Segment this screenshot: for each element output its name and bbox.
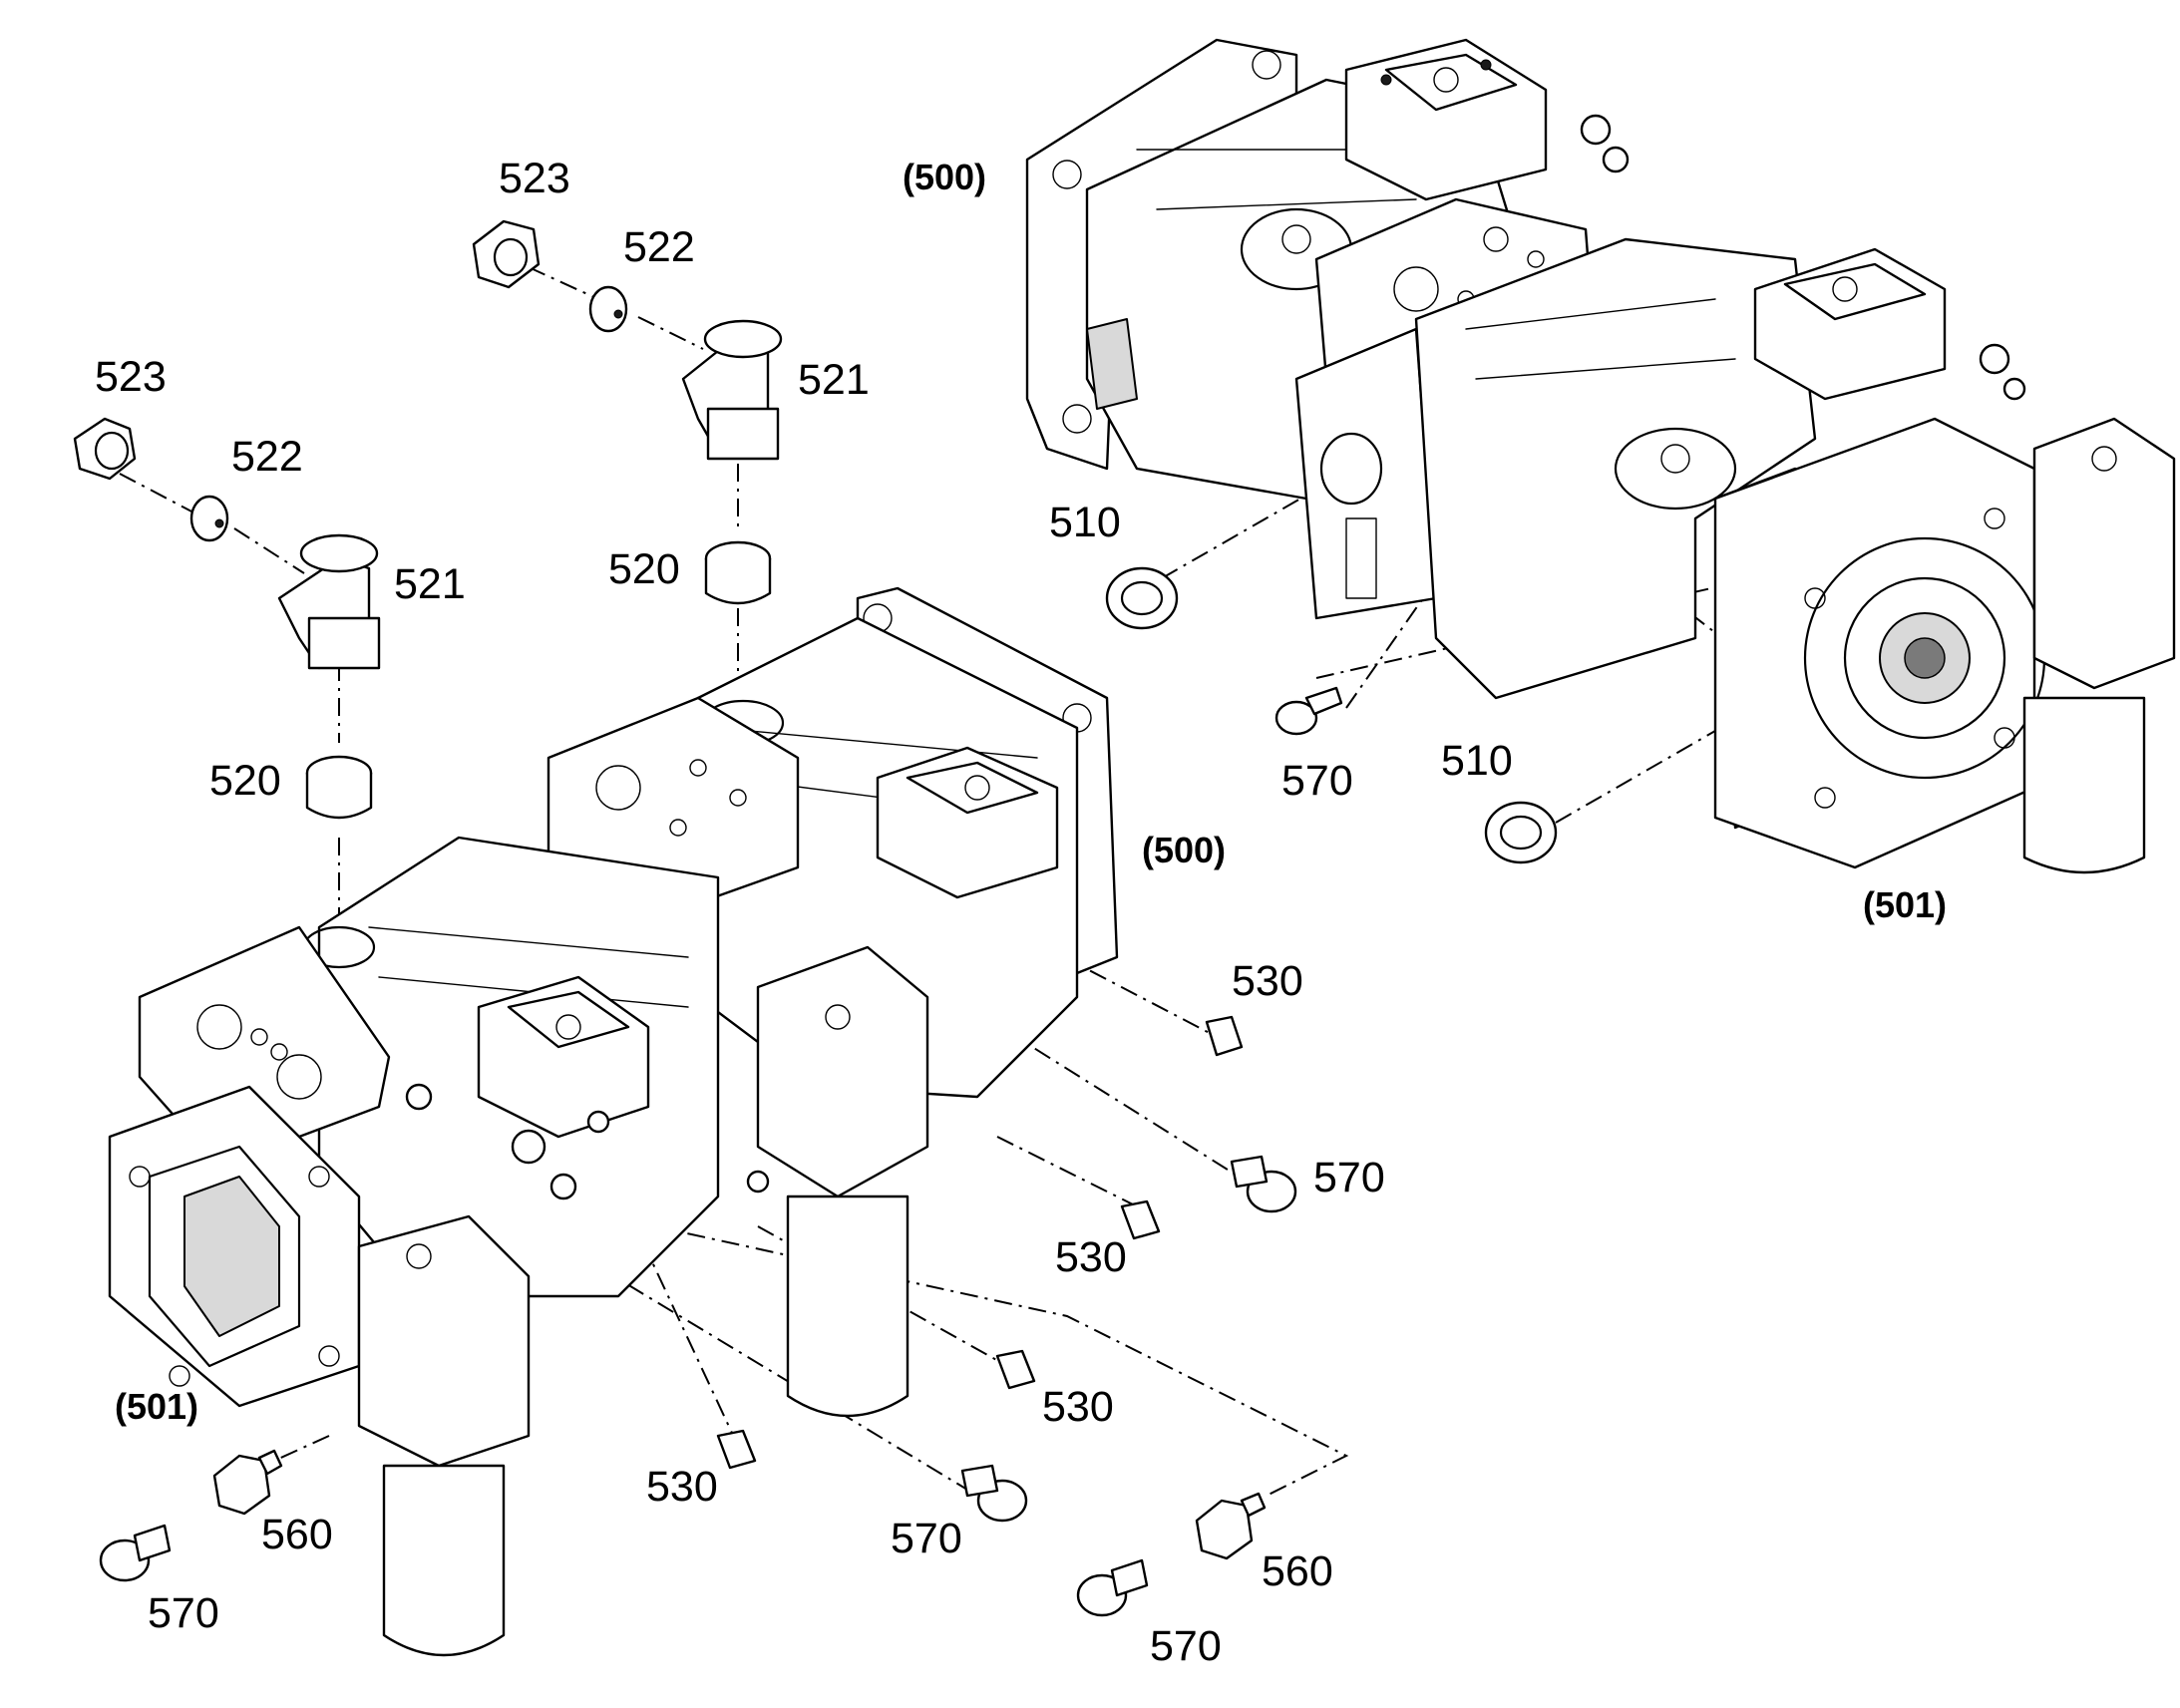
plug-530-b	[1120, 1199, 1161, 1240]
callout-570-c: 570	[148, 1589, 219, 1637]
callout-501-front: (501)	[115, 1386, 198, 1427]
fitting-510-b	[1484, 801, 1558, 864]
plug-570-a	[1230, 1155, 1297, 1213]
callout-530-b: 530	[1055, 1233, 1127, 1281]
nut-523-a	[73, 417, 137, 481]
tee-521-a	[277, 533, 381, 670]
callout-labels: 523 522 521 520 523 522 521 520 (500) (5…	[95, 155, 1947, 1670]
callout-523-b: 523	[499, 155, 570, 202]
callout-570-d: 570	[1150, 1622, 1222, 1670]
callout-521-a: 521	[394, 560, 466, 608]
callout-522-a: 522	[231, 433, 303, 481]
plug-570-e	[1274, 686, 1343, 736]
callout-530-d: 530	[646, 1463, 718, 1511]
callout-560-a: 560	[261, 1511, 333, 1558]
callout-501-back: (501)	[1863, 884, 1947, 925]
callout-560-b: 560	[1262, 1547, 1333, 1595]
nut-523-b	[472, 219, 541, 289]
plug-530-a	[1205, 1015, 1244, 1057]
plug-560-a	[212, 1449, 283, 1516]
callout-521-b: 521	[798, 356, 870, 404]
plug-570-d	[1076, 1558, 1149, 1617]
callout-510-b: 510	[1441, 737, 1513, 785]
callout-510-a: 510	[1049, 499, 1121, 546]
plug-570-c	[99, 1524, 172, 1582]
plug-530-d	[716, 1429, 757, 1470]
callout-570-e: 570	[1281, 757, 1353, 805]
plug-560-b	[1195, 1492, 1267, 1560]
callout-520-a: 520	[209, 757, 281, 805]
tee-521-b	[681, 319, 783, 461]
loose-fittings	[73, 219, 1558, 1617]
adapter-520-a	[305, 755, 373, 820]
callout-570-a: 570	[1313, 1154, 1385, 1201]
front-pump-assembly	[108, 586, 1119, 1657]
callout-500-front: (500)	[1142, 830, 1226, 870]
callout-530-c: 530	[1042, 1383, 1114, 1431]
callout-520-b: 520	[608, 545, 680, 593]
plug-522-b	[588, 285, 628, 333]
plug-530-c	[995, 1349, 1036, 1390]
callout-522-b: 522	[623, 223, 695, 271]
callout-530-a: 530	[1232, 957, 1303, 1005]
callout-570-b: 570	[891, 1515, 962, 1562]
plug-570-b	[960, 1464, 1028, 1523]
fitting-510-a	[1105, 566, 1179, 630]
adapter-520-b	[704, 540, 772, 605]
callout-500-back: (500)	[903, 157, 986, 197]
plug-522-a	[189, 495, 229, 542]
callout-523-a: 523	[95, 353, 167, 401]
back-pump-assembly	[1025, 38, 2176, 874]
